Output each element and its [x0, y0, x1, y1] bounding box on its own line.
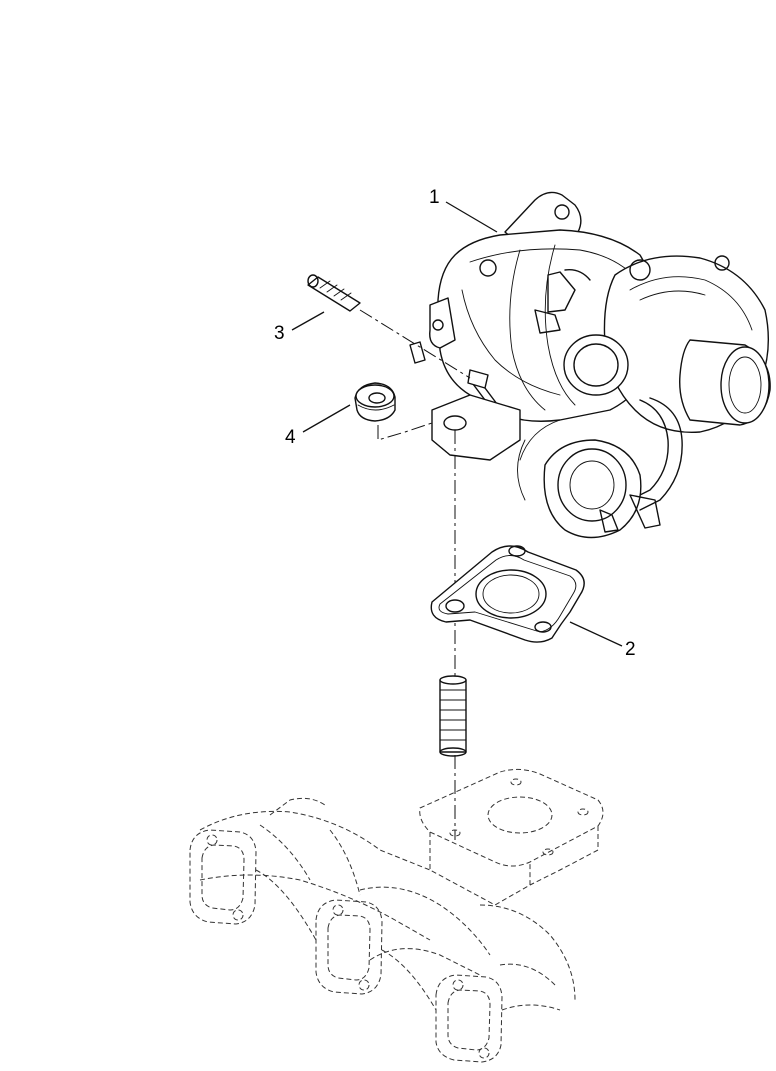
- flange-nut-part[interactable]: [354, 382, 396, 422]
- nut-projection-line: [377, 422, 433, 441]
- gasket-part[interactable]: [430, 545, 585, 643]
- stud-short-part[interactable]: [307, 274, 361, 312]
- stud-long-part[interactable]: [439, 675, 467, 757]
- stud-centerline: [359, 309, 471, 379]
- callout-3: 3: [274, 323, 285, 344]
- exhaust-manifold-phantom: [189, 768, 604, 1063]
- turbocharger-part[interactable]: [409, 191, 771, 539]
- leader-line-4: [302, 404, 351, 433]
- leader-line-2: [569, 621, 623, 647]
- callout-1: 1: [429, 187, 440, 208]
- callout-2: 2: [625, 639, 636, 660]
- callout-4: 4: [285, 427, 296, 448]
- leader-line-1: [445, 201, 498, 233]
- leader-line-3: [291, 311, 325, 331]
